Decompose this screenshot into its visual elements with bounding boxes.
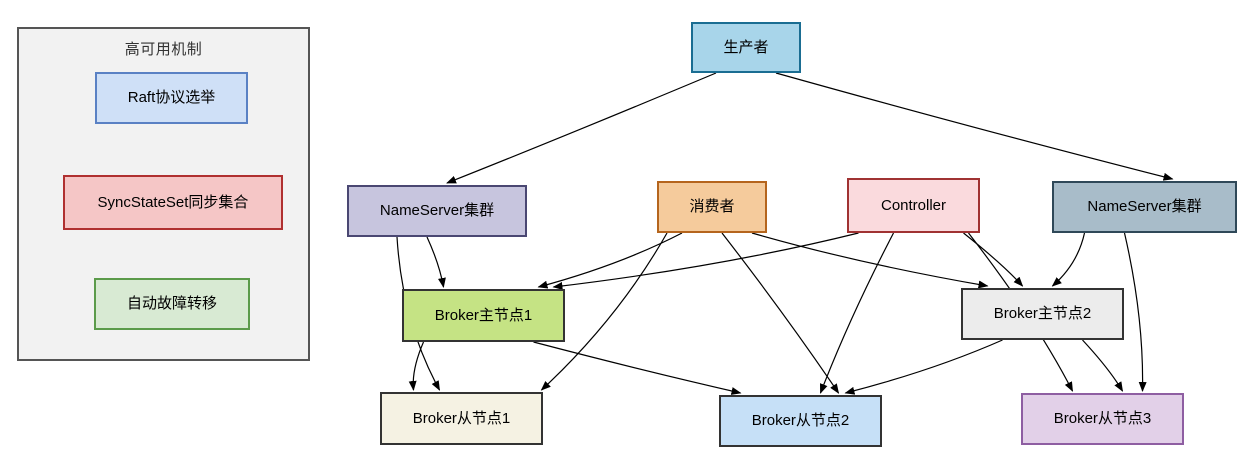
- node-label: 生产者: [723, 38, 769, 56]
- edge-brokermaster1-to-brokerslave1: [408, 341, 425, 391]
- node-label: Broker从节点3: [1053, 410, 1152, 427]
- node-label: 自动故障转移: [126, 295, 217, 312]
- node-label: NameServer集群: [379, 202, 495, 219]
- node-label: NameServer集群: [1087, 198, 1202, 215]
- cluster-item-failover[interactable]: 自动故障转移: [94, 278, 250, 330]
- edge-brokermaster1-to-brokerslave2: [533, 341, 742, 395]
- node-consumer[interactable]: 消费者: [657, 181, 767, 233]
- node-brokerslave1[interactable]: Broker从节点1: [380, 392, 543, 445]
- node-label: Broker从节点1: [412, 409, 511, 427]
- edge-nameserver1-to-brokermaster1: [426, 236, 446, 288]
- edge-controller-to-brokermaster2: [963, 232, 1024, 287]
- cluster-title: 高可用机制: [124, 41, 203, 58]
- node-producer[interactable]: 生产者: [691, 22, 801, 73]
- node-controller[interactable]: Controller: [847, 178, 980, 233]
- cluster-item-syncstateset[interactable]: SyncStateSet同步集合: [63, 175, 283, 230]
- node-nameserver2[interactable]: NameServer集群: [1052, 181, 1237, 233]
- edge-consumer-to-brokerslave2: [721, 232, 840, 394]
- edge-consumer-to-brokermaster2: [751, 232, 989, 289]
- node-label: SyncStateSet同步集合: [97, 193, 249, 211]
- node-brokermaster1[interactable]: Broker主节点1: [402, 289, 565, 342]
- node-brokerslave3[interactable]: Broker从节点3: [1021, 393, 1184, 445]
- edge-consumer-to-brokermaster1: [537, 232, 683, 289]
- node-label: Controller: [880, 196, 947, 214]
- edge-brokermaster2-to-brokerslave2: [844, 339, 1003, 395]
- edge-producer-to-nameserver1: [446, 72, 717, 184]
- node-label: Raft协议选举: [127, 89, 216, 106]
- edge-producer-to-nameserver2: [775, 72, 1174, 181]
- edge-controller-to-brokermaster1: [552, 232, 859, 290]
- edge-controller-to-brokerslave2: [819, 232, 895, 394]
- node-nameserver1[interactable]: NameServer集群: [347, 185, 527, 237]
- node-label: Broker主节点1: [434, 306, 533, 324]
- node-label: 消费者: [689, 198, 735, 215]
- cluster-item-raft[interactable]: Raft协议选举: [95, 72, 248, 124]
- node-brokermaster2[interactable]: Broker主节点2: [961, 288, 1124, 340]
- edge-brokermaster2-to-brokerslave3: [1082, 339, 1124, 392]
- node-label: Broker从节点2: [751, 412, 850, 429]
- cluster-high-availability: 高可用机制 Raft协议选举 SyncStateSet同步集合自动故障转移: [17, 27, 310, 361]
- node-brokerslave2[interactable]: Broker从节点2: [719, 395, 882, 447]
- edge-nameserver2-to-brokerslave3: [1123, 232, 1147, 392]
- edge-nameserver2-to-brokermaster2: [1051, 232, 1086, 287]
- node-label: Broker主节点2: [993, 305, 1092, 322]
